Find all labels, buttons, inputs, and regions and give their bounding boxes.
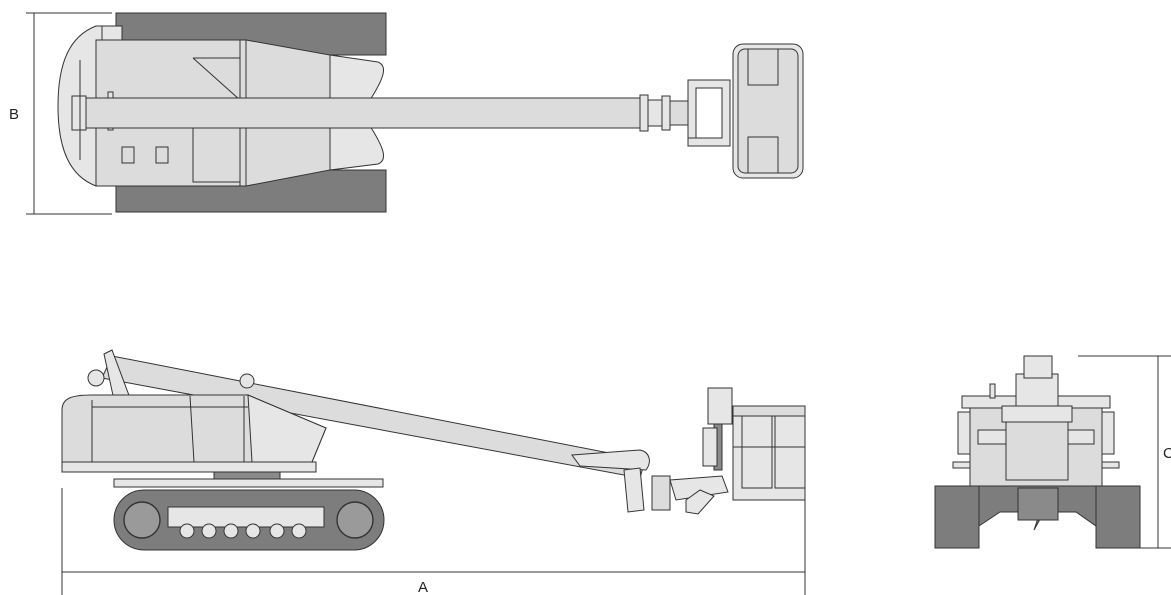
front-track-left — [934, 485, 980, 549]
side-control-panel — [702, 427, 718, 467]
side-jib-link — [669, 475, 729, 501]
front-mast — [1023, 355, 1053, 379]
dimension-a-label: A — [418, 579, 428, 595]
top-yoke — [687, 79, 731, 147]
front-turret-base — [1001, 405, 1073, 423]
front-center-hub — [1017, 487, 1059, 521]
top-vent-2 — [155, 146, 169, 164]
side-jib — [623, 467, 645, 513]
top-pivot-plate — [71, 95, 87, 131]
top-vent-1 — [121, 146, 135, 164]
top-fin-lower — [329, 125, 385, 171]
front-bracket-left — [952, 461, 971, 469]
side-basket-rail — [732, 405, 806, 417]
side-idler-front — [336, 501, 374, 539]
side-track-frame — [167, 506, 325, 528]
side-jib-claw — [685, 489, 715, 515]
front-antenna — [989, 383, 996, 399]
front-side-panel-left — [957, 411, 971, 455]
top-boom — [85, 97, 643, 129]
top-cabin-front — [101, 25, 123, 41]
side-deck-plate — [61, 461, 317, 473]
side-undercarriage-plate — [113, 478, 384, 488]
front-track-right — [1095, 485, 1141, 549]
side-idler-rear — [123, 501, 161, 539]
side-pivot-ear-1 — [87, 369, 105, 387]
side-boom-cylinder — [571, 449, 650, 471]
front-side-panel-right — [1101, 411, 1115, 455]
top-boom-collar-2 — [647, 99, 663, 127]
front-view: C — [934, 355, 1171, 549]
top-view: B — [9, 12, 804, 215]
top-basket-inner — [737, 48, 799, 174]
front-bracket-right — [1101, 461, 1120, 469]
side-rollers — [179, 523, 307, 539]
dimension-b-label: B — [9, 106, 19, 123]
side-basket — [732, 405, 806, 501]
top-boom-collar-3 — [661, 95, 671, 131]
side-jib-knuckle — [651, 475, 671, 511]
side-control-box — [707, 387, 733, 425]
front-turret-top — [1015, 373, 1059, 407]
top-basket-box-2 — [747, 136, 779, 174]
front-turret-core — [1005, 421, 1069, 481]
side-view: A — [61, 349, 806, 595]
top-fin-upper — [329, 54, 385, 101]
top-basket-box-1 — [747, 48, 779, 86]
side-pivot-ear-2 — [239, 373, 255, 389]
top-boom-collar-1 — [639, 94, 649, 132]
dimension-c-label: C — [1163, 445, 1171, 462]
